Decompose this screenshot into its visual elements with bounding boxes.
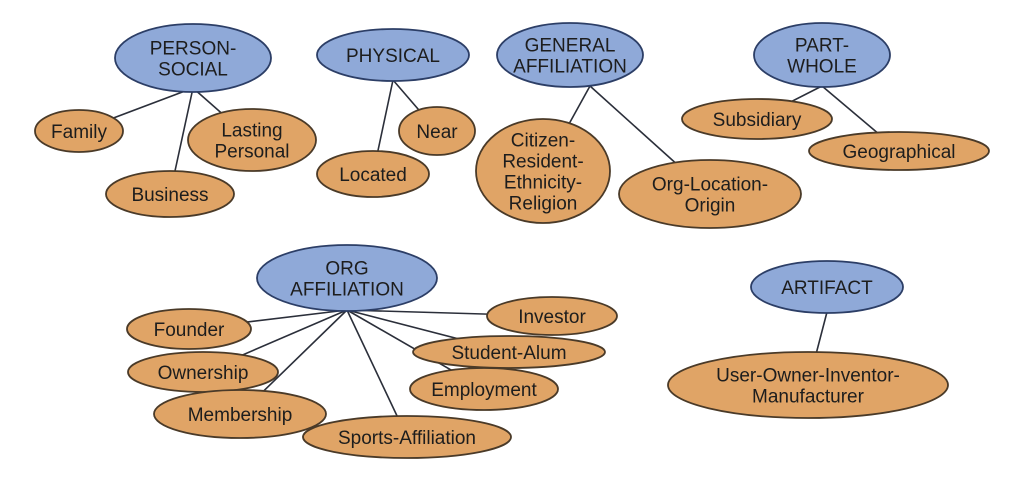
subtype-located: Located bbox=[316, 150, 430, 198]
subtype-family: Family bbox=[34, 109, 124, 153]
subtype-near-ellipse bbox=[398, 106, 476, 156]
subtype-employment-ellipse bbox=[409, 367, 559, 411]
subtype-user-owner-inventor-manufacturer: User-Owner-Inventor-Manufacturer bbox=[667, 351, 949, 419]
category-artifact: ARTIFACT bbox=[750, 260, 904, 314]
subtype-user-owner-inventor-manufacturer-ellipse bbox=[667, 351, 949, 419]
subtype-near-label-line-1: Near bbox=[416, 122, 458, 143]
subtype-citizen-resident-ethnicity-religion: Citizen-Resident-Ethnicity-Religion bbox=[475, 118, 611, 224]
subtype-citizen-resident-ethnicity-religion-label-line-1: Citizen- bbox=[511, 131, 575, 152]
category-person-social: PERSON-SOCIAL bbox=[114, 23, 272, 93]
subtype-lasting-personal-ellipse bbox=[187, 108, 317, 172]
subtype-org-location-origin: Org-Location-Origin bbox=[618, 159, 802, 229]
subtype-citizen-resident-ethnicity-religion-label-line-4: Religion bbox=[509, 194, 578, 215]
subtype-family-ellipse bbox=[34, 109, 124, 153]
subtype-near: Near bbox=[398, 106, 476, 156]
subtype-sports-affiliation: Sports-Affiliation bbox=[302, 415, 512, 459]
subtype-founder-label-line-1: Founder bbox=[154, 320, 225, 341]
category-part-whole-label-line-2: WHOLE bbox=[787, 57, 857, 78]
category-general-affiliation-ellipse bbox=[496, 22, 644, 88]
subtype-membership-ellipse bbox=[153, 389, 327, 439]
category-artifact-ellipse bbox=[750, 260, 904, 314]
subtype-business-ellipse bbox=[105, 170, 235, 218]
category-physical-label-line-1: PHYSICAL bbox=[346, 46, 440, 67]
subtype-citizen-resident-ethnicity-religion-label-line-2: Resident- bbox=[502, 152, 583, 173]
category-org-affiliation-label-line-2: AFFILIATION bbox=[290, 280, 404, 301]
category-general-affiliation-label-line-2: AFFILIATION bbox=[513, 57, 627, 78]
subtype-sports-affiliation-ellipse bbox=[302, 415, 512, 459]
category-general-affiliation-label-line-1: GENERAL bbox=[525, 36, 616, 57]
subtype-located-ellipse bbox=[316, 150, 430, 198]
subtype-geographical-ellipse bbox=[808, 131, 990, 171]
category-artifact-label-line-1: ARTIFACT bbox=[781, 278, 873, 299]
subtype-citizen-resident-ethnicity-religion-ellipse bbox=[475, 118, 611, 224]
subtype-student-alum-label-line-1: Student-Alum bbox=[451, 343, 566, 364]
category-part-whole-label-line-1: PART- bbox=[795, 36, 849, 57]
subtype-employment-label-line-1: Employment bbox=[431, 380, 537, 401]
category-part-whole: PART-WHOLE bbox=[753, 22, 891, 88]
subtype-business: Business bbox=[105, 170, 235, 218]
category-physical-ellipse bbox=[316, 28, 470, 82]
subtype-lasting-personal-label-line-2: Personal bbox=[215, 142, 290, 163]
subtype-membership: Membership bbox=[153, 389, 327, 439]
category-org-affiliation-ellipse bbox=[256, 244, 438, 312]
category-physical: PHYSICAL bbox=[316, 28, 470, 82]
subtype-founder: Founder bbox=[126, 308, 252, 350]
subtype-sports-affiliation-label-line-1: Sports-Affiliation bbox=[338, 428, 476, 449]
subtype-subsidiary-label-line-1: Subsidiary bbox=[713, 110, 802, 131]
category-person-social-ellipse bbox=[114, 23, 272, 93]
subtype-family-label-line-1: Family bbox=[51, 122, 107, 143]
category-org-affiliation-label-line-1: ORG bbox=[325, 259, 368, 280]
subtype-founder-ellipse bbox=[126, 308, 252, 350]
category-person-social-label-line-2: SOCIAL bbox=[158, 60, 228, 81]
subtype-membership-label-line-1: Membership bbox=[188, 405, 293, 426]
subtype-student-alum: Student-Alum bbox=[412, 335, 606, 369]
subtype-org-location-origin-label-line-1: Org-Location- bbox=[652, 175, 768, 196]
subtype-investor-label-line-1: Investor bbox=[518, 307, 586, 328]
subtype-business-label-line-1: Business bbox=[131, 185, 208, 206]
subtype-citizen-resident-ethnicity-religion-label-line-3: Ethnicity- bbox=[504, 173, 582, 194]
subtype-user-owner-inventor-manufacturer-label-line-2: Manufacturer bbox=[752, 387, 865, 408]
subtype-ownership-label-line-1: Ownership bbox=[158, 363, 249, 384]
subtype-geographical-label-line-1: Geographical bbox=[842, 142, 955, 163]
subtype-org-location-origin-ellipse bbox=[618, 159, 802, 229]
subtype-geographical: Geographical bbox=[808, 131, 990, 171]
category-part-whole-ellipse bbox=[753, 22, 891, 88]
subtype-employment: Employment bbox=[409, 367, 559, 411]
subtype-org-location-origin-label-line-2: Origin bbox=[685, 196, 736, 217]
subtype-student-alum-ellipse bbox=[412, 335, 606, 369]
subtype-investor: Investor bbox=[486, 296, 618, 336]
nodes-layer: PERSON-SOCIAL Family LastingPersonalBusine… bbox=[34, 22, 990, 459]
subtype-subsidiary: Subsidiary bbox=[681, 98, 833, 140]
subtype-lasting-personal-label-line-1: Lasting bbox=[221, 121, 282, 142]
subtype-located-label-line-1: Located bbox=[339, 165, 407, 186]
subtype-user-owner-inventor-manufacturer-label-line-1: User-Owner-Inventor- bbox=[716, 366, 900, 387]
subtype-investor-ellipse bbox=[486, 296, 618, 336]
subtype-subsidiary-ellipse bbox=[681, 98, 833, 140]
subtype-ownership: Ownership bbox=[127, 351, 279, 393]
category-person-social-label-line-1: PERSON- bbox=[150, 39, 237, 60]
